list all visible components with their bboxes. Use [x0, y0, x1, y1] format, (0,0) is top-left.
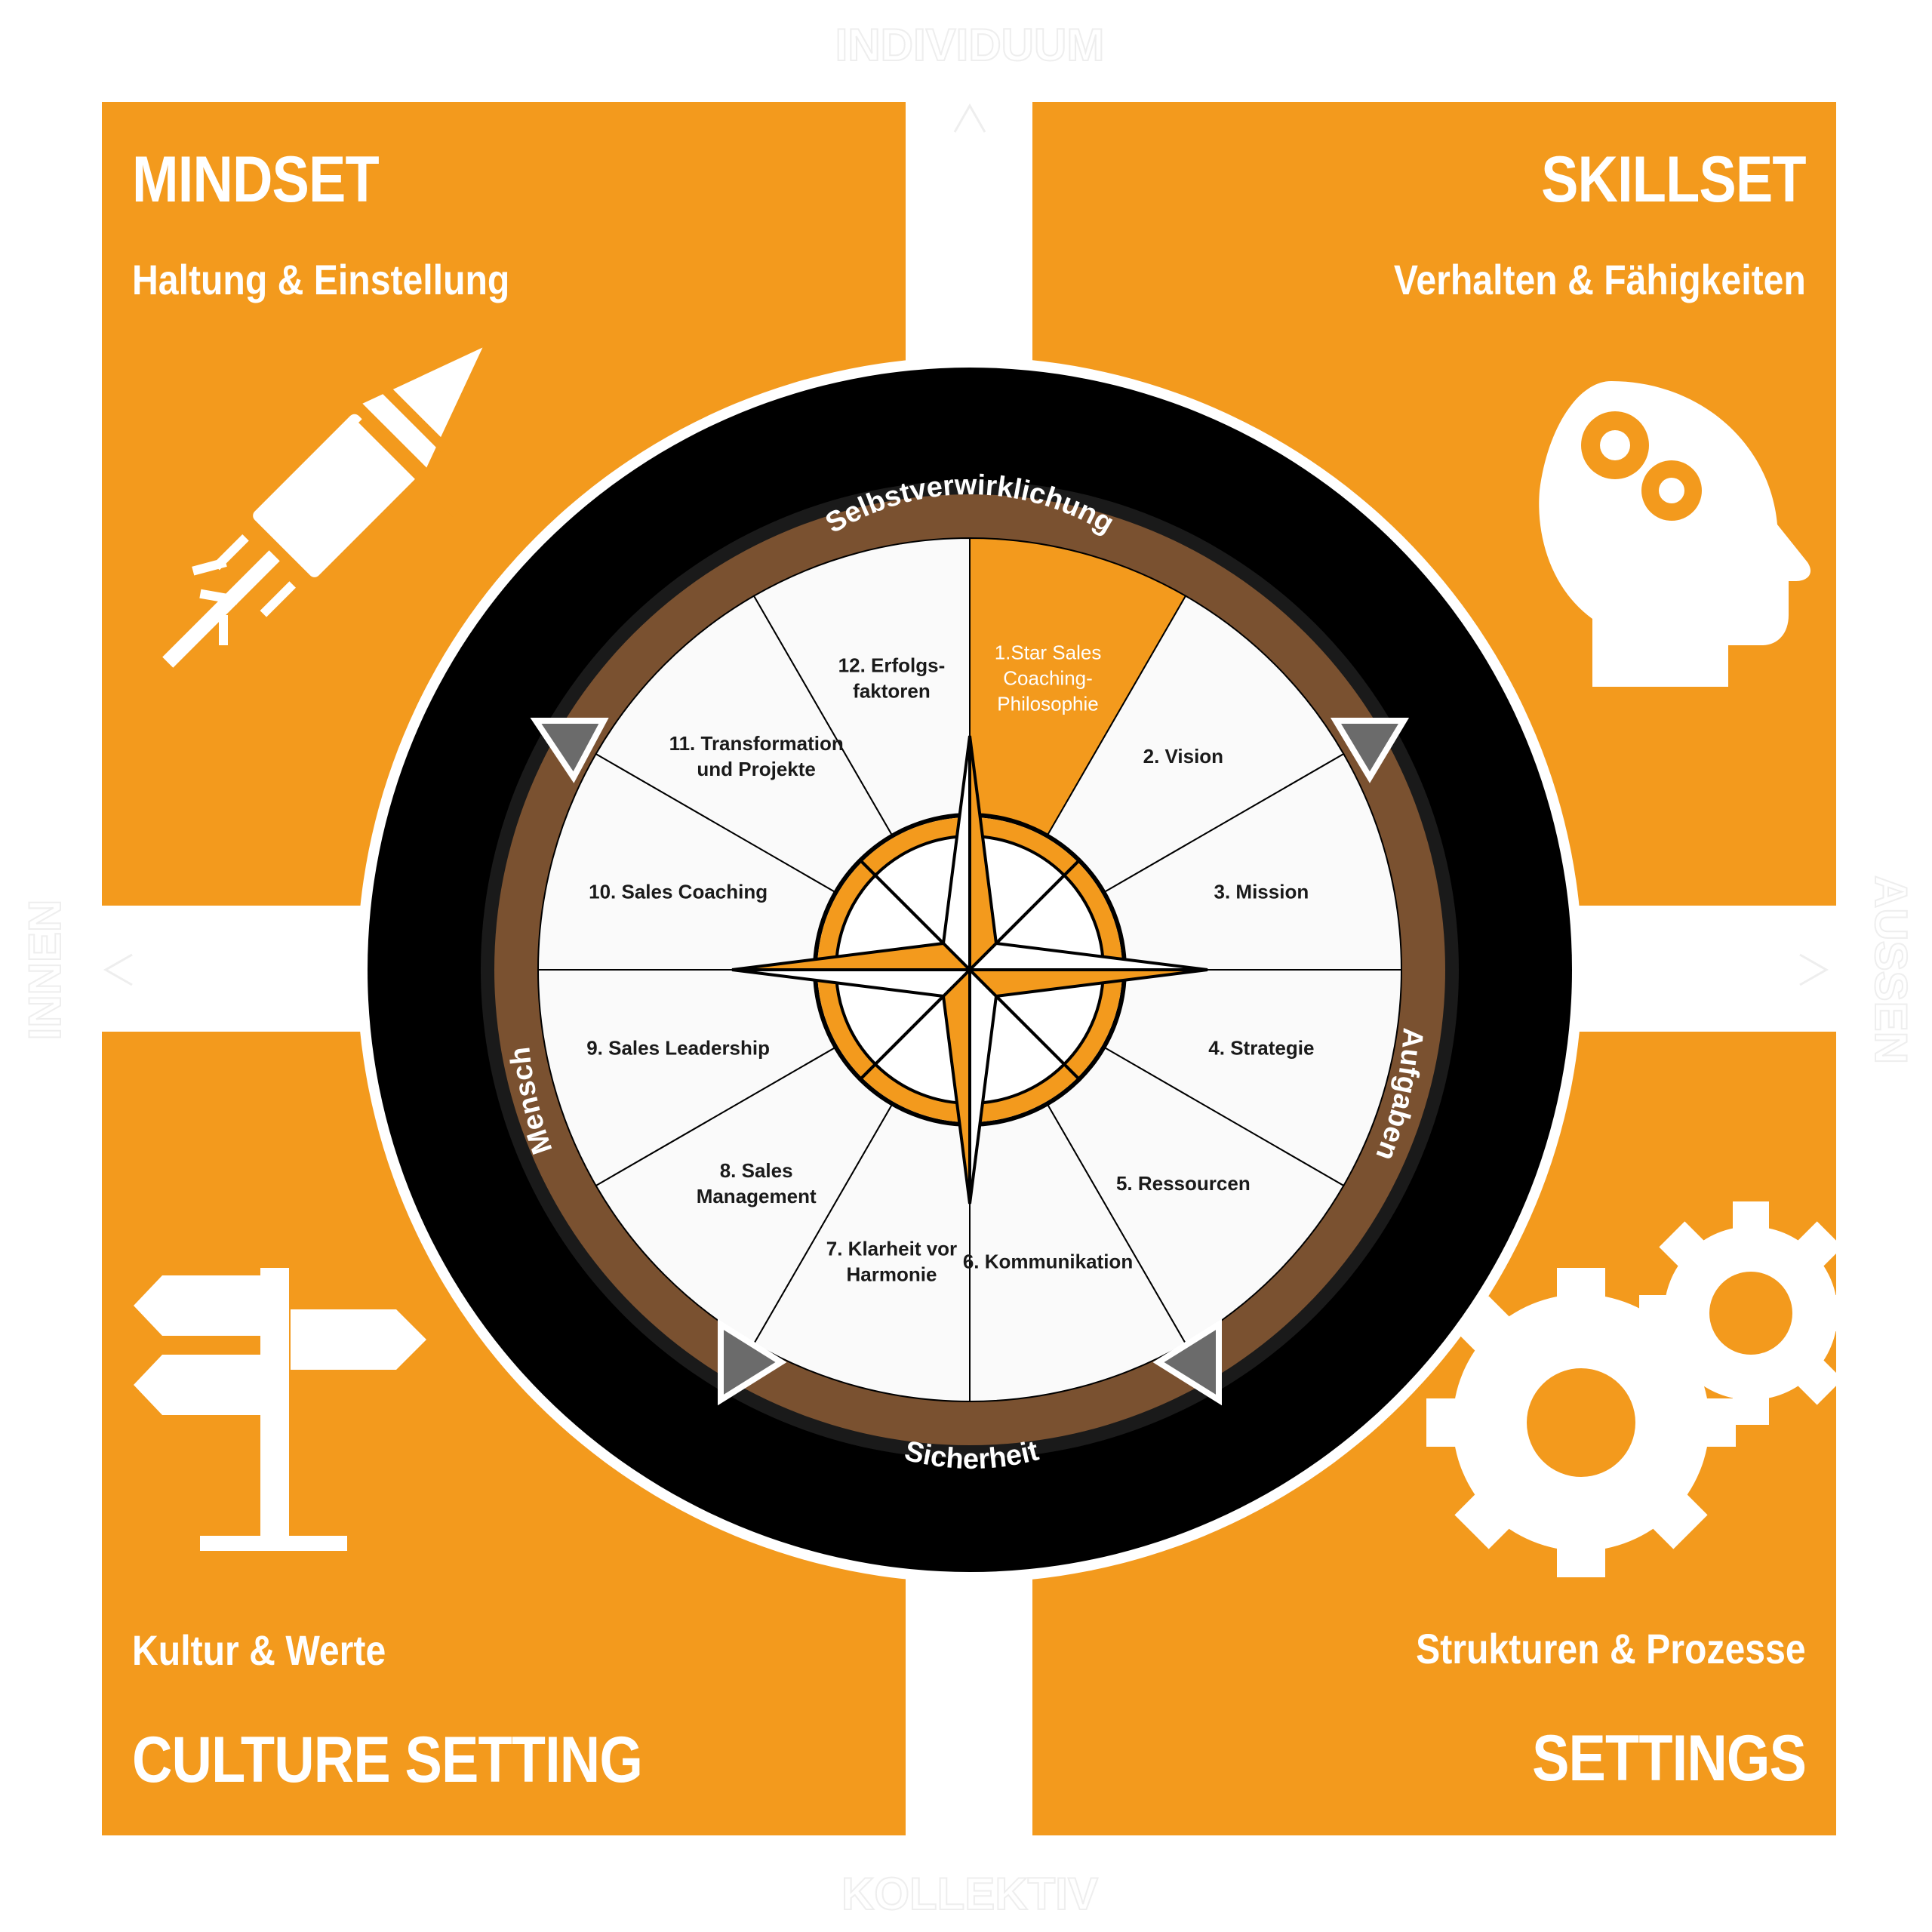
culture-setting-title: CULTURE SETTING — [132, 1724, 643, 1796]
segment-label-2: 2. Vision — [1143, 745, 1223, 768]
gears-icon — [1426, 1201, 1863, 1577]
arrow-right-icon — [1799, 953, 1829, 986]
skillset-subtitle: Verhalten & Fähigkeiten — [1394, 256, 1806, 303]
axis-arrows: INDIVIDUUM KOLLEKTIV INNEN AUSSEN — [19, 19, 1917, 1920]
segment-label-10: 10. Sales Coaching — [589, 880, 768, 903]
marker-top-left — [530, 718, 609, 783]
axis-label-left: INNEN — [20, 900, 70, 1041]
axis-label-right: AUSSEN — [1866, 875, 1916, 1064]
segment-label-4: 4. Strategie — [1208, 1037, 1314, 1060]
settings-subtitle: Strukturen & Prozesse — [1416, 1625, 1806, 1672]
ring-markers — [530, 718, 1410, 1406]
arrow-up-icon — [953, 103, 986, 133]
marker-bottom-left — [718, 1318, 787, 1406]
head-gears-icon — [1539, 381, 1811, 687]
segment-label-5: 5. Ressourcen — [1116, 1172, 1251, 1195]
skillset-title: SKILLSET — [1541, 143, 1806, 216]
marker-bottom-right — [1152, 1318, 1222, 1406]
marker-top-right — [1330, 718, 1410, 783]
mindset-subtitle: Haltung & Einstellung — [132, 256, 510, 303]
settings-title: SETTINGS — [1532, 1722, 1807, 1795]
compass-rose-icon — [731, 735, 1208, 1204]
segment-label-12: 12. Erfolgs-faktoren — [838, 654, 946, 703]
arrow-left-icon — [103, 953, 133, 986]
rocket-icon — [162, 347, 483, 668]
signpost-icon — [134, 1268, 426, 1551]
axis-label-bottom: KOLLEKTIV — [841, 1869, 1098, 1919]
culture-setting-subtitle: Kultur & Werte — [132, 1626, 386, 1674]
segment-label-6: 6. Kommunikation — [963, 1250, 1133, 1272]
axis-label-top: INDIVIDUUM — [835, 20, 1105, 70]
segment-label-9: 9. Sales Leadership — [586, 1037, 770, 1060]
mindset-title: MINDSET — [132, 143, 380, 216]
segment-label-3: 3. Mission — [1214, 880, 1309, 903]
